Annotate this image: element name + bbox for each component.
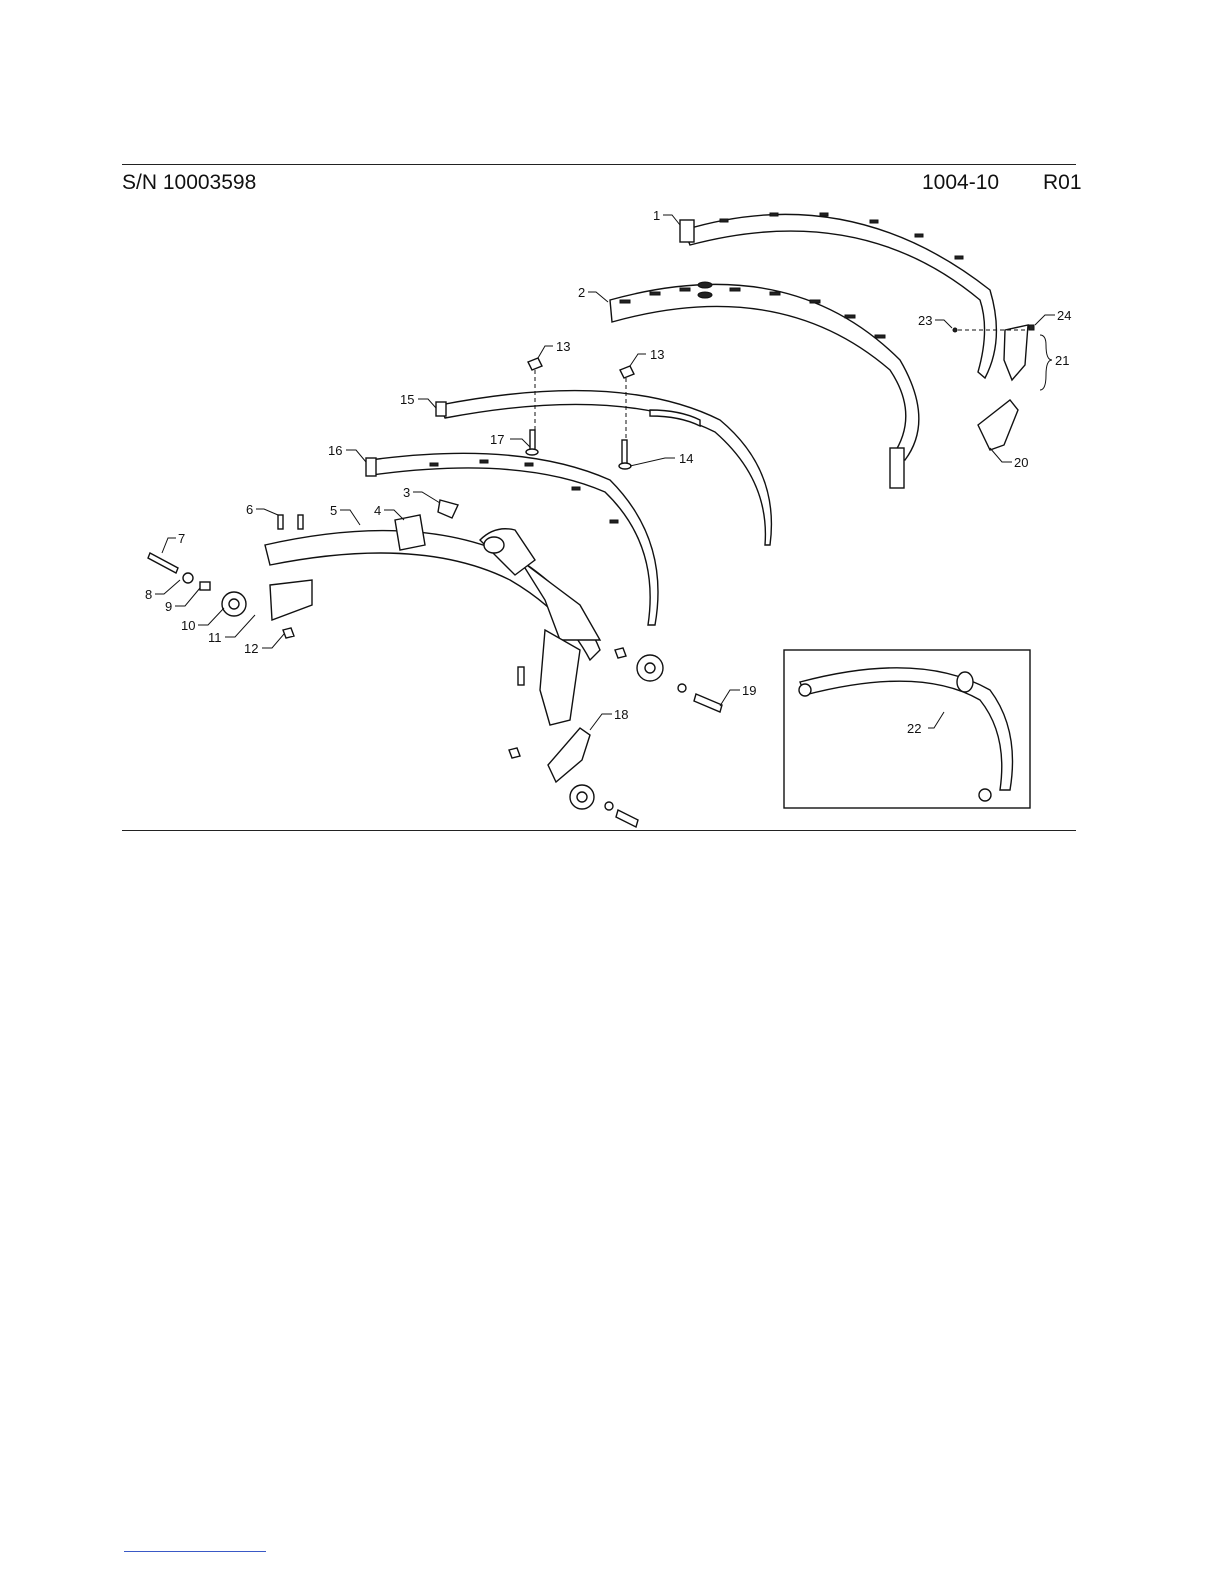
callout-8: 8 (145, 587, 152, 602)
parts-20-21-23-24 (953, 325, 1052, 450)
callout-17: 17 (490, 432, 504, 447)
part-3-wing-nut (438, 500, 458, 518)
part-2-front-blade (610, 282, 919, 488)
callout-13b: 13 (650, 347, 664, 362)
callout-14: 14 (679, 451, 693, 466)
callout-12: 12 (244, 641, 258, 656)
footer-underline (124, 1551, 266, 1552)
callout-6: 6 (246, 502, 253, 517)
callout-19: 19 (742, 683, 756, 698)
callout-9: 9 (165, 599, 172, 614)
callout-20: 20 (1014, 455, 1028, 470)
callout-1: 1 (653, 208, 660, 223)
callout-7: 7 (178, 531, 185, 546)
callout-23: 23 (918, 313, 932, 328)
callout-13a: 13 (556, 339, 570, 354)
callout-15: 15 (400, 392, 414, 407)
callout-11: 11 (208, 630, 222, 645)
part-5-squeegee-frame (265, 515, 600, 725)
hardware-13-14-17 (526, 358, 634, 469)
left-wheel-assembly (148, 515, 303, 638)
callout-16: 16 (328, 443, 342, 458)
callout-4: 4 (374, 503, 381, 518)
callout-22: 22 (907, 721, 921, 736)
callout-3: 3 (403, 485, 410, 500)
callout-24: 24 (1057, 308, 1071, 323)
callout-2: 2 (578, 285, 585, 300)
callout-18: 18 (614, 707, 628, 722)
callout-10: 10 (181, 618, 195, 633)
callout-21: 21 (1055, 353, 1069, 368)
callout-5: 5 (330, 503, 337, 518)
